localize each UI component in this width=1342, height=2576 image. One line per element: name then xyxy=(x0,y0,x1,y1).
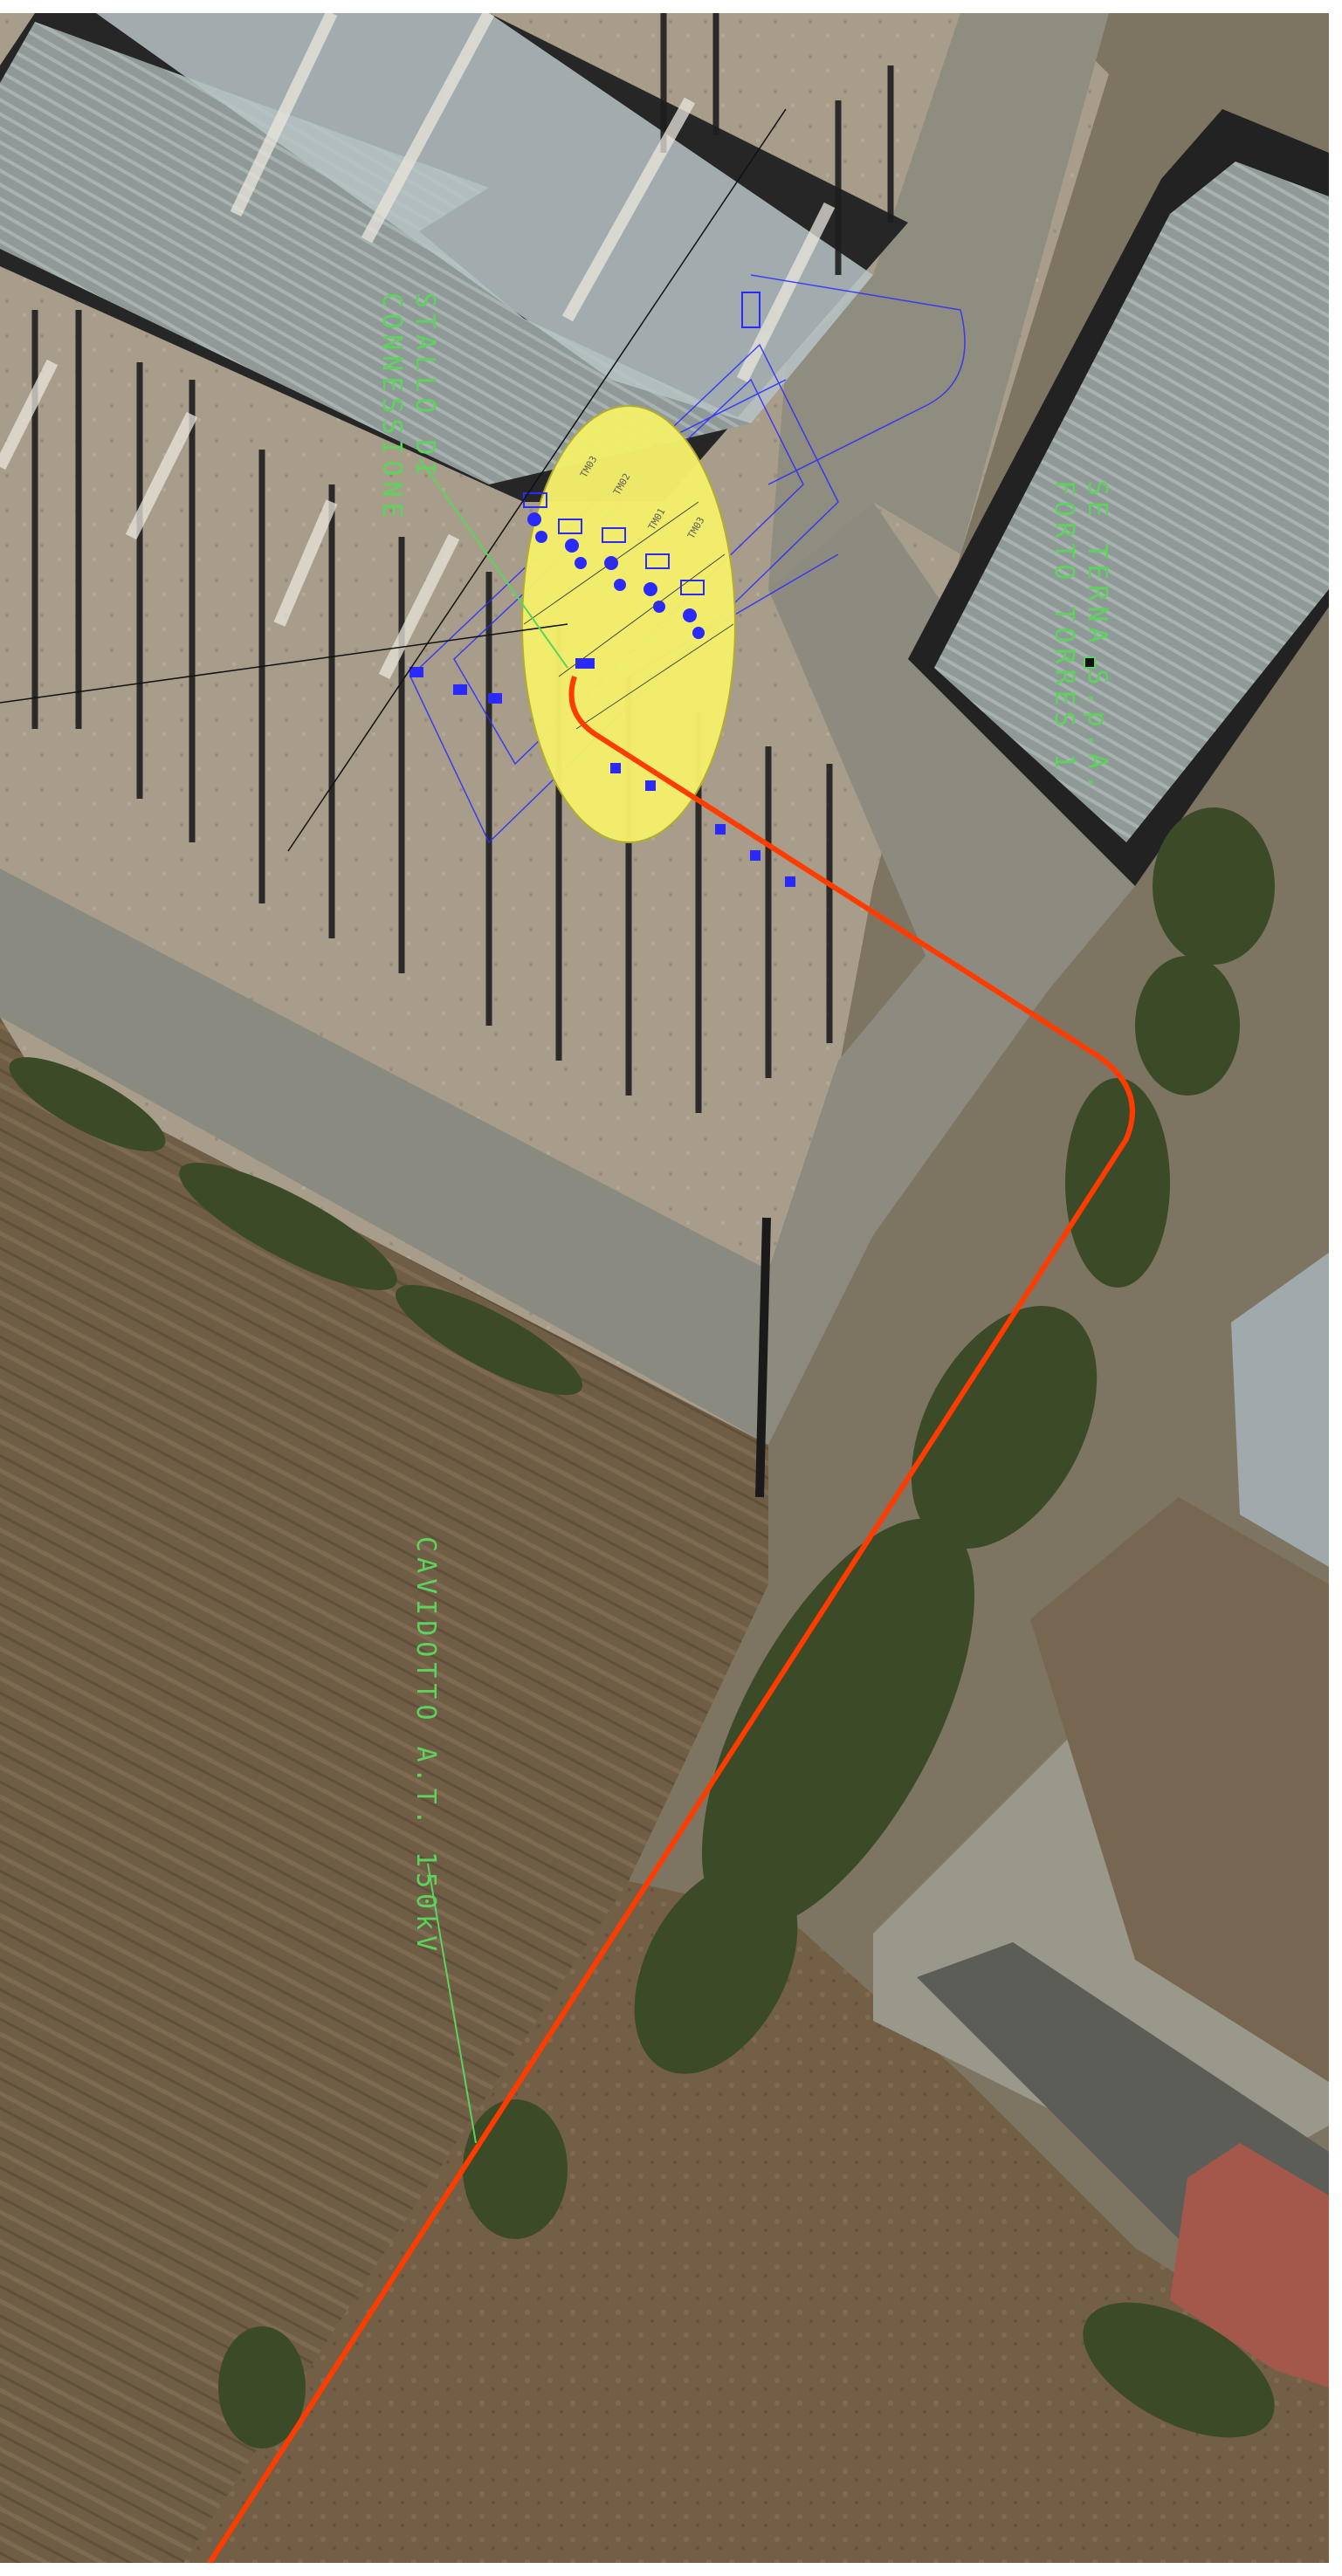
vegetation xyxy=(9,807,1275,2449)
cable-route xyxy=(207,676,1135,2563)
road-top xyxy=(768,13,1109,589)
road-lower xyxy=(0,869,768,1445)
cavidotto-label: CAVIDOTTO A.T. 150kV xyxy=(410,1536,441,1957)
se-label-line2: FORTO TORRES 1 xyxy=(1049,480,1079,774)
stallo-label-line1: STALLO DI xyxy=(409,292,440,482)
aerial-map[interactable]: STALLO DI CONNESSIONE SE TERNA S.p.A. FO… xyxy=(0,13,1329,2563)
stallo-leader-line xyxy=(418,457,568,669)
stallo-label: STALLO DI CONNESSIONE xyxy=(375,292,441,524)
se-marker-icon xyxy=(1084,656,1096,669)
se-label-line1: SE TERNA S.p.A. xyxy=(1082,480,1112,795)
ploughed-field xyxy=(0,1017,768,2563)
stallo-label-line2: CONNESSIONE xyxy=(376,292,407,524)
road-east xyxy=(768,502,1135,1445)
light-pole xyxy=(755,1217,771,1498)
connection-bay-highlight xyxy=(521,405,736,843)
se-terna-label: SE TERNA S.p.A. FORTO TORRES 1 xyxy=(1047,480,1113,795)
warehouse-red xyxy=(1170,2143,1329,2387)
reference-lines xyxy=(0,108,787,852)
aerial-map-canvas xyxy=(0,13,1329,2563)
courtyard xyxy=(1030,1497,1329,2082)
building-roof xyxy=(0,22,751,484)
cavidotto-leader-line xyxy=(427,1863,477,2144)
lower-field xyxy=(183,1881,1329,2563)
